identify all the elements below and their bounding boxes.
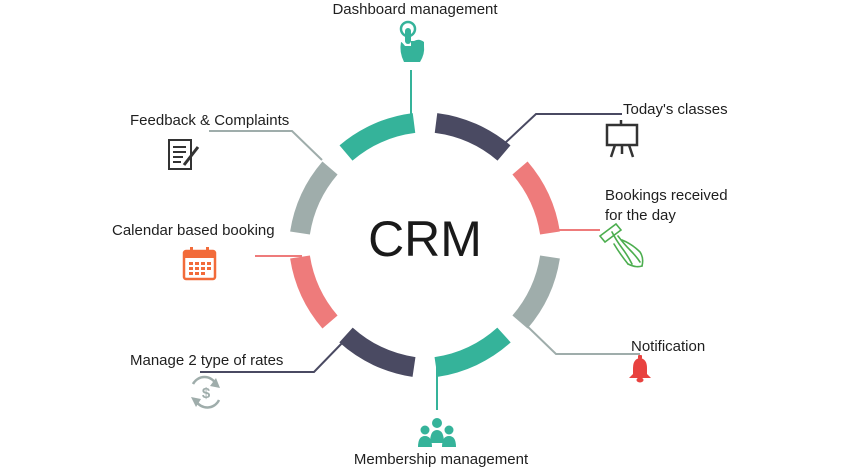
ring-segment-calendar <box>290 255 338 329</box>
label-bookings-received: Bookings received <box>605 187 728 204</box>
document-pen-icon <box>168 139 200 170</box>
label-notification: Notification <box>631 338 705 355</box>
leader-rates <box>200 339 346 373</box>
center-title: CRM <box>368 211 482 267</box>
users-group-icon <box>418 418 456 447</box>
leader-todays-classes <box>504 113 622 144</box>
ring-segment-notification <box>512 255 560 329</box>
hand-pointer-icon <box>399 20 425 62</box>
label-dashboard-management: Dashboard management <box>332 1 498 18</box>
ring-segment-membership <box>434 327 511 377</box>
dollar-cycle-icon: $ <box>191 375 221 409</box>
leader-lines <box>200 70 640 410</box>
calendar-icon <box>182 247 217 281</box>
label-manage-rates: Manage 2 type of rates <box>130 352 283 369</box>
bell-icon <box>629 355 651 383</box>
leader-feedback <box>209 130 323 161</box>
label-calendar-booking: Calendar based booking <box>112 222 275 239</box>
label-bookings-for-the-day: for the day <box>605 207 676 224</box>
leader-notification <box>526 325 640 355</box>
ticket-hand-icon <box>598 222 644 268</box>
ring-segment-todays-classes <box>434 113 511 161</box>
label-membership-management: Membership management <box>354 451 529 468</box>
ring-segment-dashboard <box>339 113 416 161</box>
label-feedback-complaints: Feedback & Complaints <box>130 112 289 129</box>
svg-text:$: $ <box>202 385 211 402</box>
presentation-board-icon <box>605 120 639 158</box>
ring-segment-feedback <box>290 161 338 235</box>
label-todays-classes: Today's classes <box>623 101 728 118</box>
ring-segment-bookings <box>512 161 560 235</box>
ring-segment-rates <box>339 327 416 377</box>
ring <box>290 113 560 377</box>
